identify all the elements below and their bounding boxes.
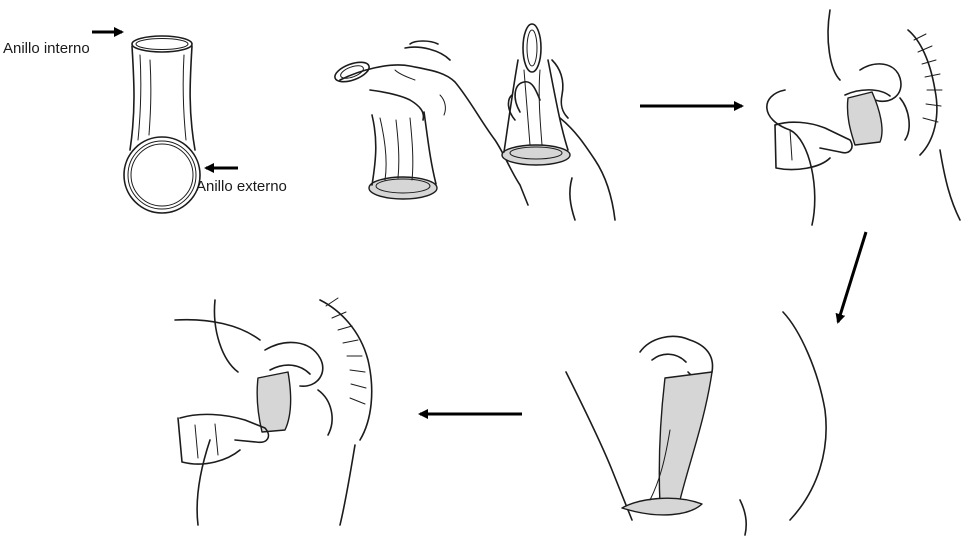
hand-hold-illustration <box>502 24 615 220</box>
insertion-cross-section <box>767 10 960 225</box>
step-arrow-down <box>838 232 866 322</box>
hand-squeeze-illustration <box>332 41 528 205</box>
outer-ring-label: Anillo externo <box>196 178 287 195</box>
condom-illustration <box>124 36 200 213</box>
inner-ring-label: Anillo interno <box>3 40 90 57</box>
removal-cross-section <box>175 298 372 525</box>
condom-in-place-section <box>566 312 826 535</box>
